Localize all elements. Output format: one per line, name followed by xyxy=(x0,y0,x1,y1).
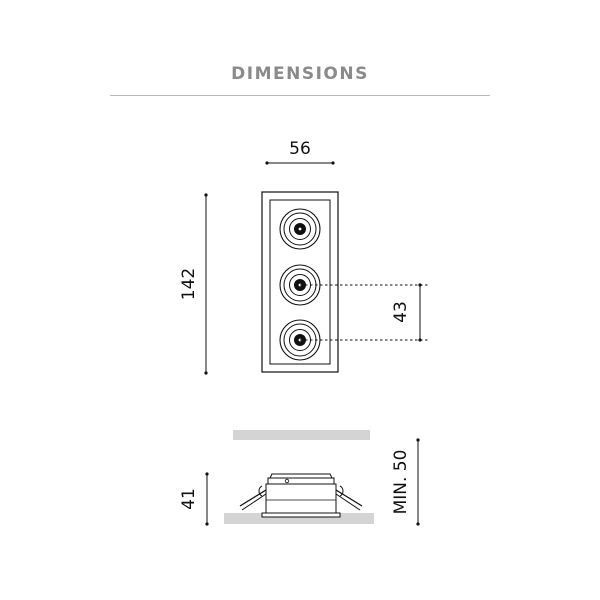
min-depth-dimension-end-bottom xyxy=(416,522,420,526)
height-label: 142 xyxy=(179,268,199,300)
spring-clip-right xyxy=(335,485,363,511)
spacing-dimension-end-bottom xyxy=(418,338,422,342)
min-depth-label: MIN. 50 xyxy=(391,450,411,515)
spot-1 xyxy=(279,208,321,250)
title-divider xyxy=(110,95,490,96)
depth-dimension-end-top xyxy=(205,472,209,476)
top-view: 56 142 xyxy=(179,139,430,375)
height-dimension-end-top xyxy=(204,193,208,197)
page-title: DIMENSIONS xyxy=(231,64,369,84)
depth-dimension-end-bottom xyxy=(205,522,209,526)
spacing-dimension-end-top xyxy=(418,283,422,287)
min-depth-dimension-end-top xyxy=(416,438,420,442)
width-dimension-end-left xyxy=(265,161,269,165)
width-dimension-end-right xyxy=(331,161,335,165)
side-view: 41 MIN. 50 xyxy=(179,430,420,526)
spring-clip-left xyxy=(239,485,267,511)
ceiling-panel xyxy=(224,513,374,524)
ceiling-slab-upper xyxy=(233,430,370,440)
height-dimension-end-bottom xyxy=(204,371,208,375)
fixture-side-body xyxy=(261,473,341,518)
width-label: 56 xyxy=(289,139,311,159)
spacing-label: 43 xyxy=(391,301,411,323)
depth-label: 41 xyxy=(179,488,199,510)
